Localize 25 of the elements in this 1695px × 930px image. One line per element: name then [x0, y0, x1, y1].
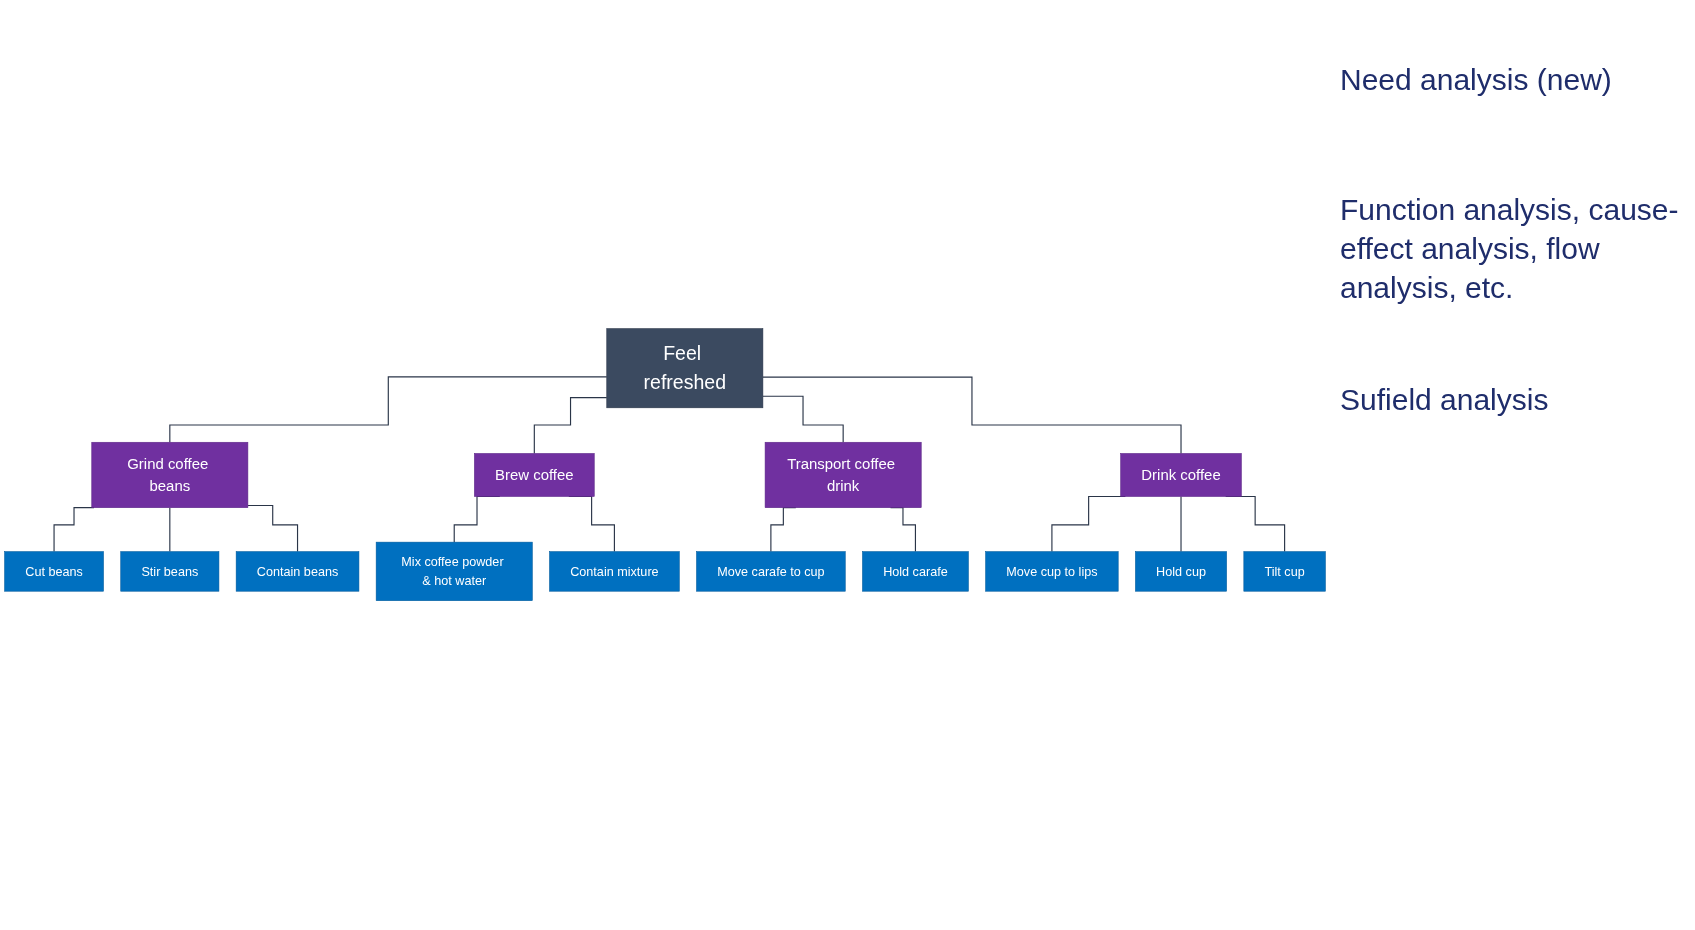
- node-box: Mix coffee powder & hot water: [375, 542, 533, 602]
- connector: [1180, 496, 1182, 553]
- connector: [169, 376, 608, 444]
- node-box: Move carafe to cup: [696, 551, 846, 592]
- connector: [762, 376, 1182, 455]
- node-box: Feel refreshed: [606, 328, 764, 409]
- level-note: Need analysis (new): [1340, 62, 1613, 98]
- node-box: Stir beans: [120, 551, 220, 592]
- connector: [762, 396, 844, 444]
- node-box: Hold cup: [1135, 551, 1227, 592]
- node-box: Tilt cup: [1243, 551, 1326, 592]
- node-box: Contain beans: [235, 551, 360, 592]
- node-box: Move cup to lips: [985, 551, 1119, 592]
- node-box: Drink coffee: [1120, 453, 1242, 498]
- connector: [533, 397, 608, 455]
- level-note: Function analysis, cause-effect analysis, flow analysis, etc.: [1340, 192, 1680, 306]
- node-box: Grind coffee beans: [91, 442, 249, 509]
- node-box: Cut beans: [4, 551, 104, 592]
- node-box: Contain mixture: [549, 551, 680, 592]
- connector: [169, 507, 171, 553]
- connector: [247, 505, 299, 553]
- node-box: Transport coffee drink: [764, 442, 922, 509]
- level-note: Sufield analysis: [1340, 382, 1550, 418]
- node-box: Brew coffee: [474, 453, 595, 498]
- node-box: Hold carafe: [862, 551, 969, 592]
